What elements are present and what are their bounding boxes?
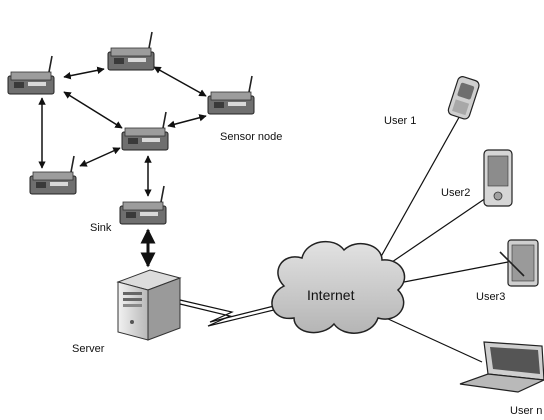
link-user3 (403, 261, 509, 283)
sensor-node-label: Sensor node (220, 131, 282, 143)
pda-icon (483, 149, 513, 207)
link-node1-node2 (63, 66, 105, 80)
link-node5-node4 (79, 147, 121, 167)
user1-label: User 1 (384, 115, 416, 127)
user2-label: User2 (441, 187, 470, 199)
sensor-node-icon (7, 55, 55, 95)
sensor-node-icon (121, 111, 169, 151)
laptop-icon (459, 341, 544, 393)
server-internet-link (179, 299, 283, 323)
sensor-node-icon (207, 75, 255, 115)
usern-label: User n (510, 405, 542, 417)
internet-cloud-icon (271, 240, 406, 334)
link-user1 (377, 111, 463, 263)
link-node4-node3 (167, 114, 207, 128)
sensor-node-icon (29, 155, 77, 195)
link-node2-node3 (153, 66, 207, 97)
sensor-links (38, 66, 207, 268)
user-links (377, 111, 509, 363)
sink-label: Sink (90, 222, 112, 234)
server-label: Server (72, 343, 105, 355)
internet-label: Internet (307, 287, 355, 303)
link-node1-node4 (63, 91, 123, 129)
link-user2 (391, 197, 487, 263)
server-icon (116, 269, 182, 341)
sink-icon (119, 185, 167, 225)
phone-icon (447, 76, 480, 120)
user3-label: User3 (476, 291, 505, 303)
sensor-node-icon (107, 31, 155, 71)
server-internet-link-2 (179, 303, 283, 327)
link-usern (385, 317, 483, 363)
sensor-nodes (7, 31, 255, 225)
tablet-icon (499, 239, 539, 287)
